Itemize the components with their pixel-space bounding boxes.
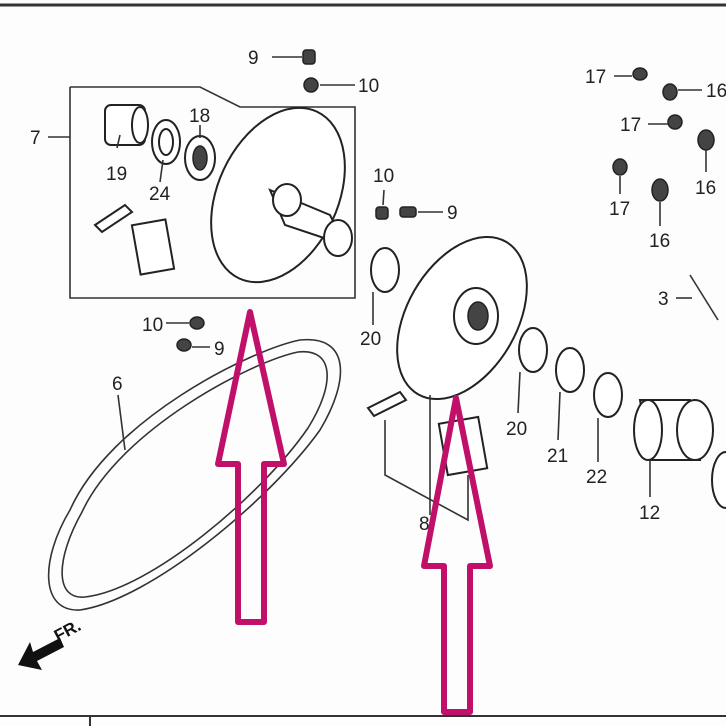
bracket-8: [384, 420, 469, 522]
callout-17: 17: [620, 115, 641, 136]
seal-20-left: [370, 247, 400, 293]
bolt-9-top: [302, 49, 316, 65]
callout-18: 18: [189, 106, 210, 127]
callout-10: 10: [358, 76, 379, 97]
nut-10-mid: [375, 206, 389, 220]
callout-6: 6: [112, 374, 123, 395]
bolt-9-low: [176, 338, 192, 352]
nut-10-top: [303, 77, 319, 93]
grease-tube-2: [366, 390, 408, 418]
callout-12: 12: [639, 503, 660, 524]
bolt-9-mid: [399, 206, 417, 218]
seal-20-right: [518, 327, 548, 373]
collar-12: [633, 399, 714, 461]
callout-21: 21: [547, 446, 568, 467]
callout-16: 16: [706, 81, 726, 102]
o-ring-21: [555, 347, 585, 393]
leader-lines: [116, 56, 707, 497]
callout-9: 9: [248, 48, 259, 69]
callout-17: 17: [585, 67, 606, 88]
drive-face: [210, 106, 353, 284]
callout-8: 8: [419, 514, 430, 535]
seal-24: [151, 119, 181, 165]
callout-20: 20: [506, 419, 527, 440]
callout-22: 22: [586, 467, 607, 488]
callout-16: 16: [649, 231, 670, 252]
spring: [689, 274, 719, 321]
clutch-edge: [711, 451, 726, 509]
highlight-arrow-left: [215, 309, 287, 625]
assembly-bracket: [69, 86, 356, 299]
callout-20: 20: [360, 329, 381, 350]
nut-10-low: [189, 316, 205, 330]
callout-16: 16: [695, 178, 716, 199]
callout-3: 3: [658, 289, 669, 310]
o-ring-22: [593, 372, 623, 418]
grease-packet: [130, 218, 176, 276]
front-arrow-icon: FR.: [18, 616, 84, 670]
grease-tube: [93, 203, 134, 234]
callout-7: 7: [30, 128, 41, 149]
callout-9: 9: [214, 339, 225, 360]
callout-10: 10: [142, 315, 163, 336]
callout-10: 10: [373, 166, 394, 187]
callout-19: 19: [106, 164, 127, 185]
bearing-19: [104, 104, 149, 146]
callout-24: 24: [149, 184, 171, 205]
drive-belt: [47, 338, 342, 611]
bearing-18: [184, 135, 216, 181]
driven-face: [396, 235, 528, 401]
highlight-arrow-right: [421, 395, 493, 715]
callout-9: 9: [447, 203, 458, 224]
callout-17: 17: [609, 199, 630, 220]
